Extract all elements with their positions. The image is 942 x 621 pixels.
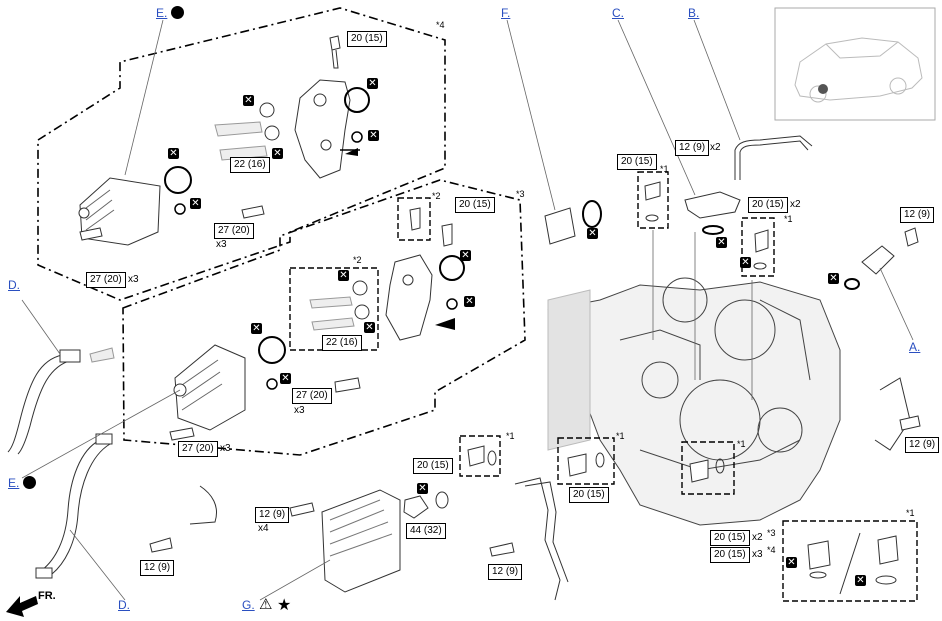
non-reusable-icon: ✕ [280,373,291,384]
torque-label: 27 (20) [86,272,126,288]
quantity-label: x2 [752,532,763,543]
non-reusable-icon: ✕ [740,257,751,268]
torque-label: 22 (16) [230,157,270,173]
non-reusable-icon: ✕ [251,323,262,334]
non-reusable-icon: ✕ [587,228,598,239]
quantity-label: x3 [128,274,139,285]
torque-label: 20 (15) [455,197,495,213]
non-reusable-icon: ✕ [368,130,379,141]
leader-lines [21,19,914,601]
link-d-bottom[interactable]: D. [118,598,130,612]
right-side-parts [149,377,921,602]
torque-label: 20 (15) [569,487,609,503]
front-label: FR. [38,590,56,602]
quantity-label: x3 [294,405,305,416]
quantity-label: x2 [790,199,801,210]
note-3: *3 [516,189,525,199]
non-reusable-icon: ✕ [464,296,475,307]
torque-label: 20 (15) [413,458,453,474]
quantity-label: x4 [258,523,269,534]
note-1: *1 [906,508,915,518]
part-e-lower-group [122,179,526,456]
torque-label: 22 (16) [322,335,362,351]
torque-label: 44 (32) [406,523,446,539]
quantity-label: x3 [216,239,227,250]
black-dot-icon [171,6,185,19]
torque-label: 27 (20) [178,441,218,457]
quantity-label: x3 [752,549,763,560]
non-reusable-icon: ✕ [364,322,375,333]
link-c[interactable]: C. [612,6,624,20]
part-b-pipe [734,135,813,180]
note-1: *1 [784,214,793,224]
non-reusable-icon: ✕ [338,270,349,281]
torque-label: 12 (9) [488,564,523,580]
link-d-top[interactable]: D. [8,278,20,292]
note-1: *1 [506,431,515,441]
link-e-bottom[interactable]: E. [8,476,37,490]
torque-label: 20 (15) [617,154,657,170]
transaxle-housing [547,277,841,526]
note-1: *1 [737,439,746,449]
note-1: *1 [616,431,625,441]
non-reusable-icon: ✕ [190,198,201,209]
torque-label: 27 (20) [214,223,254,239]
vehicle-locator-inset [774,7,936,121]
non-reusable-icon: ✕ [272,148,283,159]
black-dot-icon [23,476,37,489]
non-reusable-icon: ✕ [243,95,254,106]
link-e-top[interactable]: E. [156,6,185,20]
link-g[interactable]: G. [242,598,255,612]
part-f-seal [544,200,602,245]
part-e-upper-group [37,7,446,301]
note-2: *2 [353,255,362,265]
warning-triangle-icon: ⚠ [259,595,273,613]
non-reusable-icon: ✕ [716,237,727,248]
non-reusable-icon: ✕ [168,148,179,159]
quantity-label: x2 [710,142,721,153]
note-3: *3 [767,528,776,538]
non-reusable-icon: ✕ [417,483,428,494]
non-reusable-icon: ✕ [460,250,471,261]
torque-label: 12 (9) [255,507,290,523]
torque-label: 20 (15) [710,530,750,546]
torque-label: 20 (15) [748,197,788,213]
link-f[interactable]: F. [501,6,511,20]
torque-label: 12 (9) [900,207,935,223]
torque-label: 12 (9) [905,437,940,453]
torque-label: 12 (9) [140,560,175,576]
oil-cooler-hoses [7,347,115,579]
non-reusable-icon: ✕ [828,273,839,284]
link-b[interactable]: B. [688,6,700,20]
non-reusable-icon: ✕ [855,575,866,586]
note-1: *1 [660,164,669,174]
non-reusable-icon: ✕ [367,78,378,89]
torque-label: 20 (15) [347,31,387,47]
star-icon: ★ [277,595,292,614]
link-a[interactable]: A. [909,340,921,354]
torque-label: 12 (9) [675,140,710,156]
part-c-bracket [637,171,775,277]
non-reusable-icon: ✕ [786,557,797,568]
note-2: *2 [432,191,441,201]
note-4: *4 [436,20,445,30]
part-a-speed-sensor [844,227,919,290]
note-4: *4 [767,545,776,555]
torque-label: 27 (20) [292,388,332,404]
torque-label: 20 (15) [710,547,750,563]
quantity-label: x3 [220,443,231,454]
front-direction-arrow [6,596,38,617]
